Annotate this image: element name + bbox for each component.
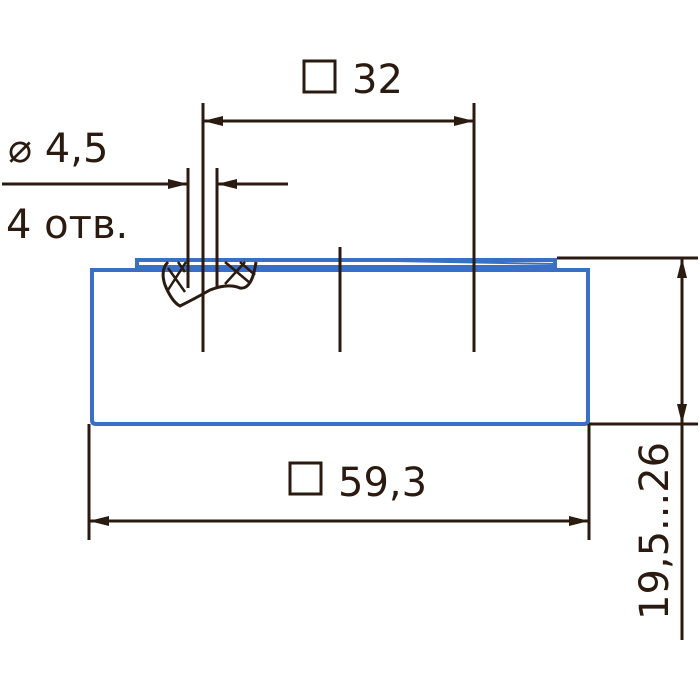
bottom-width-label: 59,3 [338,460,427,506]
height-label: 19,5...26 [632,442,678,620]
top-width-label: 32 [352,57,403,103]
hole-count-label: 4 отв. [6,202,128,248]
hole-lines [186,103,476,352]
section-hatching [166,261,256,293]
dimension-hole: ⌀ 4,5 4 отв. [2,126,288,248]
cover-plate [135,258,557,269]
square-symbol-icon [302,59,337,94]
hole-diameter-label: ⌀ 4,5 [8,126,108,172]
cover-seam [339,259,556,265]
part-body [90,258,590,426]
break-line [161,260,258,308]
dimension-height: 19,5...26 [557,256,698,640]
dimension-bottom: 59,3 [87,424,591,540]
square-symbol-icon [288,461,323,496]
hole-detail [161,260,258,308]
part-outline [90,268,590,426]
dimension-top: 32 [203,57,474,126]
